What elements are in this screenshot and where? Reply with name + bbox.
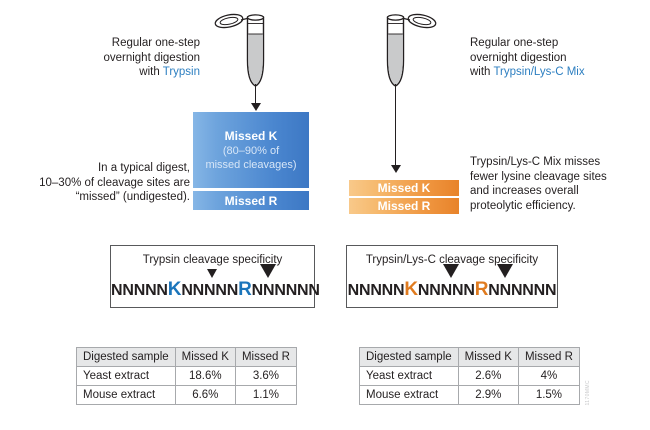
left-table-r0-sample: Yeast extract: [76, 366, 176, 386]
right-bar-missed-k: Missed K: [349, 180, 459, 196]
right-tube-illustration: [368, 12, 438, 92]
left-table-r0-missed-r: 3.6%: [234, 366, 297, 386]
left-bar-missed-k-title: Missed K: [224, 128, 278, 143]
right-side-caption-line1: Trypsin/Lys-C Mix misses: [470, 156, 601, 168]
right-table-r0-sample: Yeast extract: [359, 366, 459, 386]
left-table-r1-missed-r: 1.1%: [234, 385, 297, 405]
left-data-table: Digested sample Missed K Missed R Yeast …: [76, 347, 297, 405]
left-cleavage-marker-r: [260, 264, 276, 278]
right-seq-k: K: [404, 279, 418, 300]
left-specificity-box: Trypsin cleavage specificity NNNNNKNNNNN…: [110, 245, 320, 308]
left-side-caption-line2: 10–30% of cleavage sites are: [39, 176, 190, 189]
left-flow-arrow-line: [255, 84, 257, 106]
left-sequence: NNNNNKNNNNNRNNNNNN: [111, 279, 320, 301]
left-bar-missed-k-sub-line2: missed cleavages): [205, 158, 297, 171]
left-table-r0-missed-k: 18.6%: [174, 366, 236, 386]
right-top-caption-line1: Regular one-step: [470, 37, 559, 49]
right-bar-missed-r: Missed R: [349, 198, 459, 214]
left-seq-k: K: [167, 279, 182, 300]
table-row: Mouse extract 2.9% 1.5%: [359, 385, 580, 405]
right-table-r1-missed-k: 2.9%: [457, 385, 519, 405]
left-flow-arrow-head: [251, 103, 261, 111]
right-top-caption-line3: with Trypsin/Lys-C Mix: [470, 65, 645, 80]
left-bar-missed-k-sub-line1: (80–90% of: [222, 144, 280, 157]
right-cleavage-marker-r: [497, 264, 513, 278]
table-row: Yeast extract 18.6% 3.6%: [76, 366, 297, 386]
right-top-caption: Regular one-step overnight digestion wit…: [470, 36, 645, 80]
right-seq-part2: NNNNN: [417, 282, 475, 299]
right-seq-r: R: [474, 279, 489, 300]
left-side-caption-line1: In a typical digest,: [97, 162, 190, 174]
right-flow-arrow-line: [395, 84, 397, 168]
right-top-caption-prefix: with: [470, 66, 494, 78]
table-row: Yeast extract 2.6% 4%: [359, 366, 580, 386]
right-table-r1-missed-r: 1.5%: [517, 385, 580, 405]
right-table-header-sample: Digested sample: [359, 347, 459, 367]
left-seq-r: R: [238, 279, 252, 300]
right-cleavage-marker-k: [443, 264, 459, 278]
figure-code-watermark: 1170MMC: [585, 380, 591, 406]
right-bar-missed-r-title: Missed R: [377, 199, 431, 213]
left-seq-part3: NNNNNN: [251, 282, 320, 299]
left-bar-missed-r-title: Missed R: [224, 193, 278, 208]
right-bar-missed-k-title: Missed K: [377, 181, 431, 195]
left-cleavage-marker-k: [207, 269, 217, 278]
left-enzyme-name: Trypsin: [162, 66, 200, 78]
right-flow-arrow-head: [391, 165, 401, 173]
left-table-header-missed-r: Missed R: [234, 347, 297, 367]
right-data-table: Digested sample Missed K Missed R Yeast …: [359, 347, 580, 405]
left-side-caption-line3: “missed” (undigested).: [75, 191, 190, 203]
left-table-header-row: Digested sample Missed K Missed R: [76, 347, 297, 367]
right-side-caption-line2: fewer lysine cleavage sites: [470, 170, 607, 183]
right-table-r0-missed-k: 2.6%: [457, 366, 519, 386]
left-seq-part1: NNNNN: [111, 282, 168, 299]
left-top-caption-line2: overnight digestion: [103, 51, 200, 64]
left-table-r1-missed-k: 6.6%: [174, 385, 236, 405]
left-top-caption-prefix: with: [139, 66, 163, 78]
left-specificity-title: Trypsin cleavage specificity: [142, 254, 283, 266]
table-row: Mouse extract 6.6% 1.1%: [76, 385, 297, 405]
tube-svg: [214, 13, 265, 87]
left-bar-missed-r: Missed R: [193, 191, 309, 210]
right-sequence: NNNNNKNNNNNRNNNNNN: [347, 279, 557, 301]
left-top-caption-line1: Regular one-step: [111, 37, 200, 49]
left-bar-missed-k: Missed K (80–90% of missed cleavages): [193, 112, 309, 188]
right-table-r0-missed-r: 4%: [517, 366, 580, 386]
right-enzyme-name: Trypsin/Lys-C Mix: [493, 66, 585, 78]
right-side-caption-line3: and increases overall: [470, 185, 579, 197]
left-table-r1-sample: Mouse extract: [76, 385, 176, 405]
right-specificity-title: Trypsin/Lys-C cleavage specificity: [365, 254, 539, 266]
left-table-header-sample: Digested sample: [76, 347, 176, 367]
right-side-caption: Trypsin/Lys-C Mix misses fewer lysine cl…: [470, 155, 645, 213]
left-top-caption: Regular one-step overnight digestion wit…: [45, 36, 200, 80]
left-tube-illustration: [213, 12, 283, 92]
right-top-caption-line2: overnight digestion: [470, 51, 567, 64]
right-seq-part3: NNNNNN: [488, 282, 557, 299]
right-table-header-missed-r: Missed R: [517, 347, 580, 367]
right-table-header-missed-k: Missed K: [457, 347, 519, 367]
left-table-header-missed-k: Missed K: [174, 347, 236, 367]
left-side-caption: In a typical digest, 10–30% of cleavage …: [24, 161, 190, 205]
right-table-r1-sample: Mouse extract: [359, 385, 459, 405]
right-specificity-box: Trypsin/Lys-C cleavage specificity NNNNN…: [346, 245, 558, 308]
tube-svg: [386, 13, 437, 87]
right-side-caption-line4: proteolytic efficiency.: [470, 199, 576, 212]
right-seq-part1: NNNNN: [347, 282, 405, 299]
right-table-header-row: Digested sample Missed K Missed R: [359, 347, 580, 367]
left-seq-part2: NNNNN: [181, 282, 239, 299]
left-top-caption-line3: with Trypsin: [45, 65, 200, 80]
